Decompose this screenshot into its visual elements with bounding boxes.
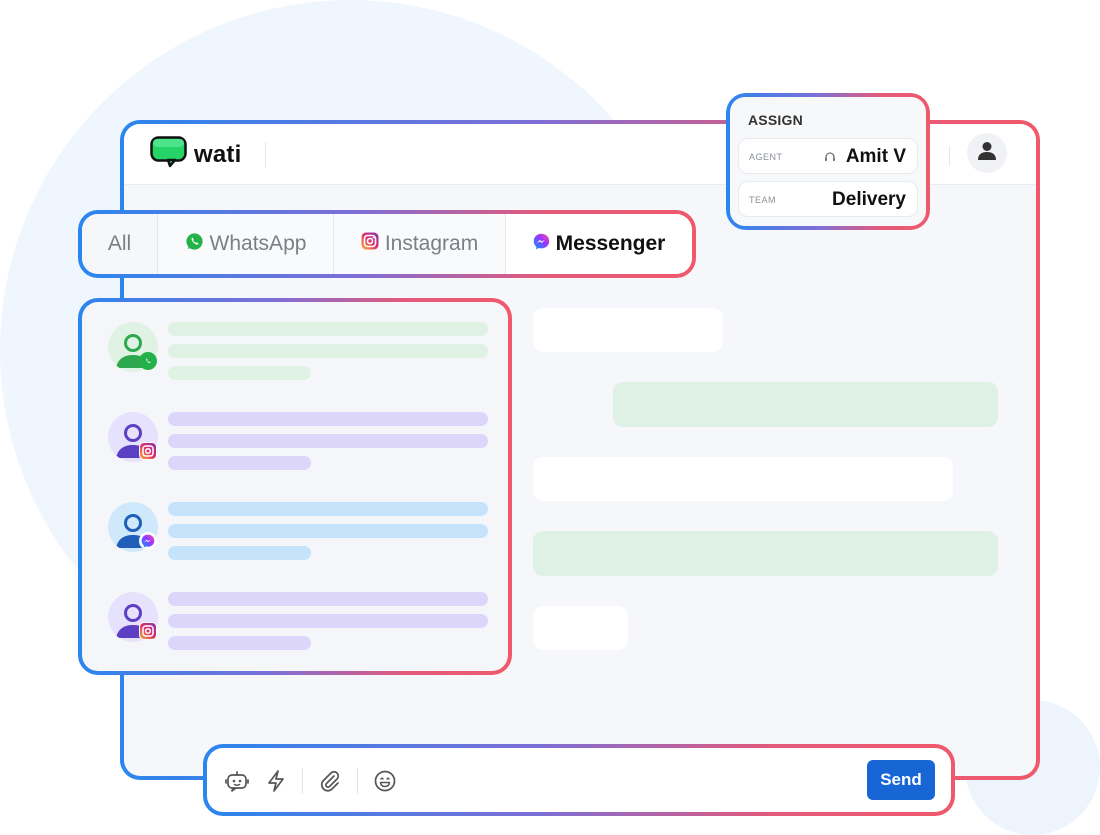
- list-item[interactable]: [108, 322, 508, 392]
- tab-whatsapp[interactable]: WhatsApp: [158, 214, 334, 274]
- channel-tabs: All WhatsApp: [78, 210, 696, 278]
- tab-label: All: [107, 232, 132, 255]
- list-item[interactable]: [108, 592, 508, 662]
- team-selector[interactable]: TEAM Delivery: [738, 181, 918, 217]
- placeholder-line: [168, 366, 311, 380]
- paperclip-icon[interactable]: [318, 769, 342, 793]
- assign-panel: ASSIGN AGENT Amit V TEAM Delivery: [726, 93, 930, 230]
- tab-label: Messenger: [555, 232, 666, 255]
- message-composer: Send: [203, 744, 955, 816]
- placeholder-line: [168, 322, 488, 336]
- profile-button[interactable]: [967, 133, 1007, 173]
- list-item[interactable]: [108, 412, 508, 482]
- wati-logo[interactable]: wati: [150, 136, 241, 173]
- instagram-icon: [139, 442, 157, 460]
- instagram-icon: [361, 232, 379, 256]
- team-label: TEAM: [749, 195, 777, 205]
- placeholder-line: [168, 524, 488, 538]
- tab-label: WhatsApp: [209, 232, 307, 255]
- bot-icon[interactable]: [225, 769, 249, 793]
- incoming-message-bubble: [533, 606, 628, 650]
- lightning-icon[interactable]: [264, 769, 288, 793]
- whatsapp-icon: [139, 352, 157, 370]
- tab-label: Instagram: [384, 232, 479, 255]
- header-divider: [265, 142, 266, 168]
- send-button[interactable]: Send: [867, 760, 935, 800]
- contact-list: [78, 298, 512, 675]
- messenger-icon: [139, 532, 157, 550]
- placeholder-line: [168, 592, 488, 606]
- composer-divider: [357, 768, 358, 794]
- placeholder-line: [168, 434, 488, 448]
- placeholder-line: [168, 636, 311, 650]
- agent-value: Amit V: [845, 146, 906, 167]
- outgoing-message-bubble: [613, 382, 998, 427]
- tab-instagram[interactable]: Instagram: [334, 214, 506, 274]
- app-name: wati: [194, 140, 242, 168]
- placeholder-line: [168, 344, 488, 358]
- list-item[interactable]: [108, 502, 508, 572]
- user-icon: [976, 140, 998, 167]
- outgoing-message-bubble: [533, 531, 998, 576]
- emoji-icon[interactable]: [373, 769, 397, 793]
- incoming-message-bubble: [533, 308, 723, 352]
- placeholder-line: [168, 456, 311, 470]
- incoming-message-bubble: [533, 457, 953, 501]
- instagram-icon: [139, 622, 157, 640]
- tab-messenger[interactable]: Messenger: [506, 214, 692, 274]
- composer-divider: [302, 768, 303, 794]
- placeholder-line: [168, 502, 488, 516]
- messenger-icon: [533, 232, 550, 256]
- whatsapp-icon: [185, 232, 204, 257]
- placeholder-line: [168, 614, 488, 628]
- headset-icon: [824, 150, 836, 168]
- team-value: Delivery: [832, 189, 906, 210]
- header-divider: [949, 146, 950, 166]
- agent-selector[interactable]: AGENT Amit V: [738, 138, 918, 174]
- placeholder-line: [168, 546, 311, 560]
- tab-all[interactable]: All: [82, 214, 158, 274]
- chat-bubble-logo-icon: [150, 136, 188, 173]
- assign-title: ASSIGN: [748, 112, 803, 128]
- placeholder-line: [168, 412, 488, 426]
- agent-label: AGENT: [749, 152, 783, 162]
